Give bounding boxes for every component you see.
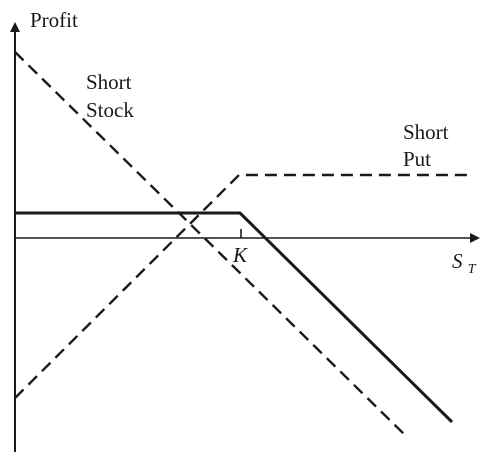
- y-axis-label: Profit: [30, 8, 78, 32]
- short-put-payoff-line: [14, 173, 470, 399]
- combined-payoff-line: [15, 211, 454, 424]
- short-stock-label-line1: Short: [86, 70, 132, 94]
- x-axis-label-main: S: [452, 249, 463, 273]
- x-axis-label-subscript: T: [468, 262, 477, 277]
- short-put-label-line2: Put: [403, 147, 431, 171]
- short-put-label-line1: Short: [403, 120, 449, 144]
- strike-label: K: [232, 243, 248, 267]
- short-stock-label-line2: Stock: [86, 98, 134, 122]
- x-axis-label: S T: [452, 249, 477, 277]
- short-stock-payoff-line: [14, 51, 407, 437]
